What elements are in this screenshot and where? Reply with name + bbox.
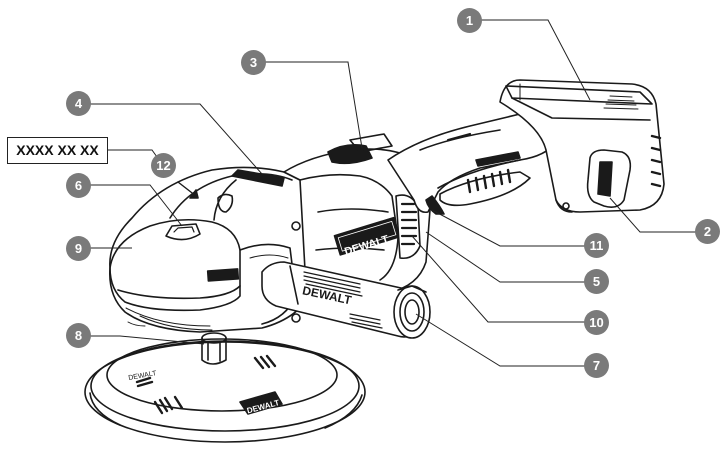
side-handle xyxy=(261,261,431,339)
callout-10: 10 xyxy=(584,310,609,335)
callout-9: 9 xyxy=(66,236,91,261)
code-label-box: XXXX XX XX xyxy=(7,137,108,164)
spindle xyxy=(201,332,227,365)
motor-housing: DEWALT xyxy=(231,133,431,297)
rear-handle xyxy=(387,112,557,215)
callout-12: 12 xyxy=(151,153,176,178)
svg-text:DEWALT: DEWALT xyxy=(128,370,158,382)
callout-6: 6 xyxy=(66,173,91,198)
callout-11: 11 xyxy=(584,233,609,258)
callout-1: 1 xyxy=(457,8,482,33)
callout-3: 3 xyxy=(241,50,266,75)
callout-7: 7 xyxy=(584,353,609,378)
callout-8: 8 xyxy=(66,323,91,348)
leader-lines xyxy=(80,19,696,367)
callout-2: 2 xyxy=(695,219,720,244)
battery-pack xyxy=(499,79,665,213)
callout-4: 4 xyxy=(66,91,91,116)
polishing-pad: DEWALT DEWALT xyxy=(84,338,366,443)
callout-5: 5 xyxy=(584,269,609,294)
